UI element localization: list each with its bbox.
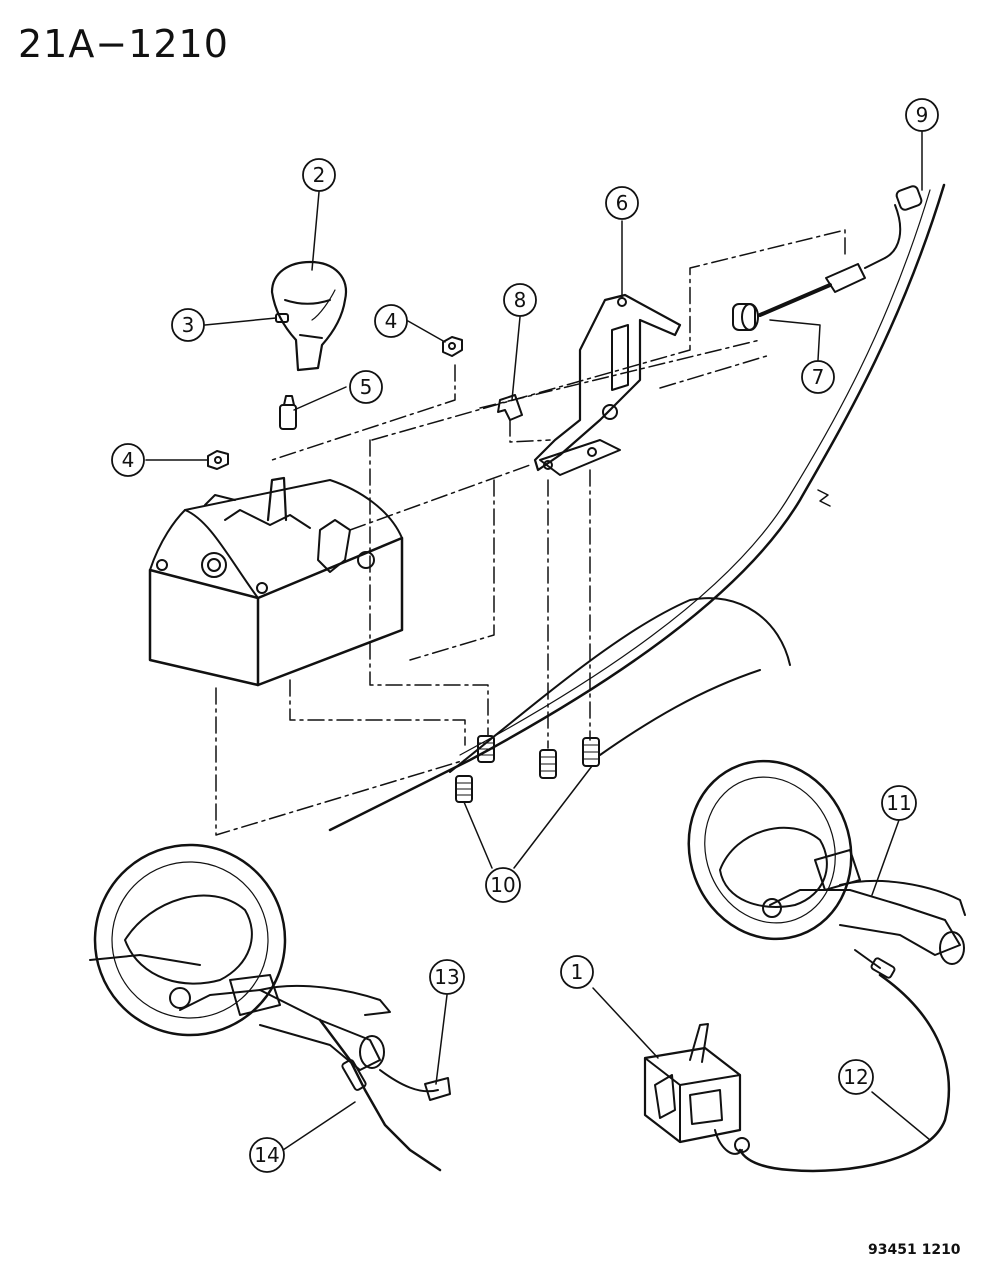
bushing-2: [539, 749, 557, 779]
callout-leaders: [145, 130, 931, 1151]
callout-7: 7: [812, 365, 825, 389]
callout-13: 13: [434, 965, 459, 989]
cable-bracket: [533, 293, 682, 476]
callout-circles: [111, 98, 939, 1173]
bushing-1: [477, 735, 495, 763]
callout-3: 3: [182, 313, 195, 337]
shift-knob: [270, 260, 348, 372]
callout-12: 12: [843, 1065, 868, 1089]
callout-4b: 4: [122, 448, 135, 472]
interlock-cable-right: [734, 949, 950, 1173]
diagram-title: 21A−1210: [18, 22, 229, 66]
nut-lower: [207, 450, 229, 470]
floor-console-outline: [328, 183, 946, 832]
callout-2: 2: [313, 163, 326, 187]
gear-selector-assembly: [643, 1023, 743, 1155]
callout-10: 10: [490, 873, 515, 897]
callout-5: 5: [360, 375, 373, 399]
shift-cable-assembly: [732, 185, 923, 331]
steering-column-left: [89, 843, 391, 1071]
plunger-button: [279, 395, 297, 430]
nut-upper: [442, 336, 463, 357]
callout-4a: 4: [385, 309, 398, 333]
footer-code: 93451 1210: [868, 1242, 961, 1258]
callout-11: 11: [886, 791, 911, 815]
callout-14: 14: [254, 1143, 279, 1167]
callout-1: 1: [571, 960, 584, 984]
steering-column-right: [687, 759, 966, 965]
leader-lines: [215, 229, 846, 836]
retaining-clip: [497, 394, 523, 421]
callout-6: 6: [616, 191, 629, 215]
bushing-3: [582, 737, 600, 767]
shifter-housing: [148, 476, 404, 687]
callout-9: 9: [916, 103, 929, 127]
bushing-4: [455, 775, 473, 803]
callout-labels: 1 2 3 4 4 5 6 7 8 9 10 11 12 13 14: [122, 103, 929, 1167]
callout-8: 8: [514, 288, 527, 312]
park-interlock-cable: [318, 1018, 451, 1172]
